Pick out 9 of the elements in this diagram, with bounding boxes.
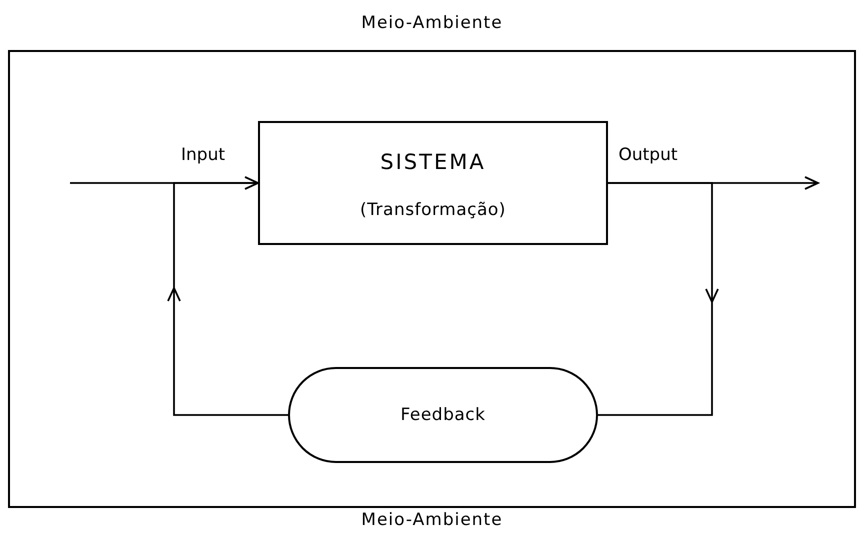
edge-label: Output xyxy=(618,145,678,165)
arrow xyxy=(69,176,260,190)
system-box: SISTEMA (Transformação) xyxy=(258,121,608,245)
arrow xyxy=(167,182,289,416)
environment-label: Meio-Ambiente xyxy=(360,13,504,33)
arrow xyxy=(597,182,719,416)
edge-label: Input xyxy=(180,145,226,165)
environment-label: Meio-Ambiente xyxy=(360,510,504,530)
feedback-terminator: Feedback xyxy=(288,367,598,463)
